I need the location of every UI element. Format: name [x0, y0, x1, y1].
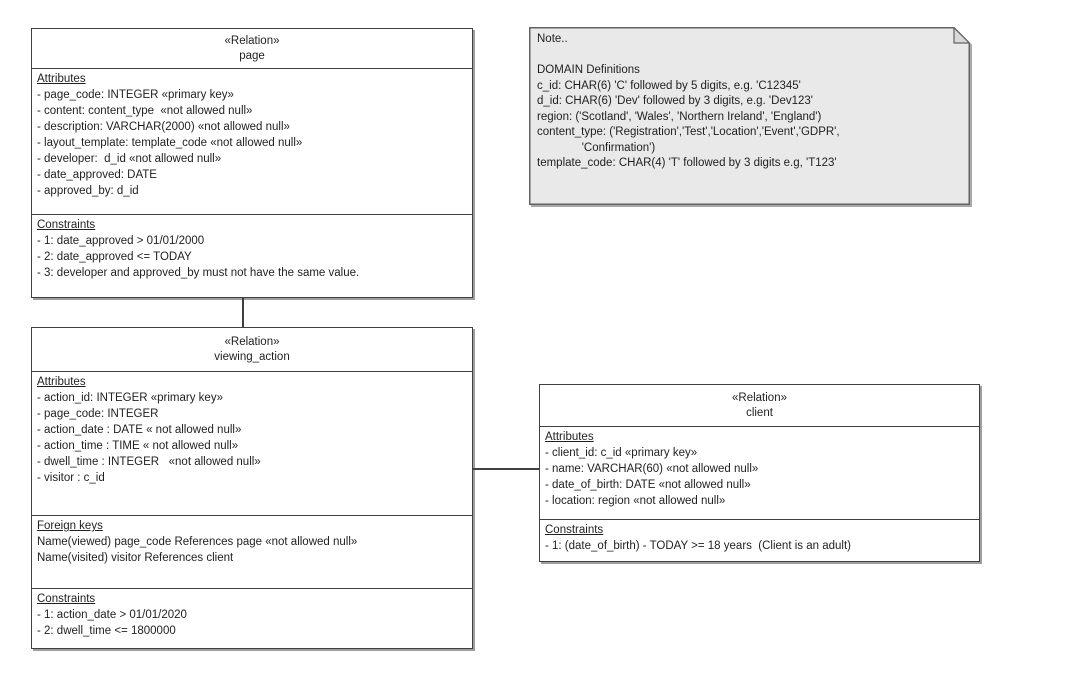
attributes-heading: Attributes: [37, 376, 86, 388]
foreign-keys-heading: Foreign keys: [37, 520, 103, 532]
attribute-line: - location: region «not allowed null»: [545, 495, 726, 507]
note-line: [537, 48, 962, 64]
note-shape: [529, 27, 970, 205]
stereotype-label: «Relation»: [224, 335, 280, 348]
note: Note.. DOMAIN Definitions c_id: CHAR(6) '…: [529, 27, 970, 205]
note-fold-corner-icon: [953, 27, 970, 44]
constraint-line: - 2: date_approved <= TODAY: [37, 251, 192, 263]
attribute-line: - layout_template: template_code «not al…: [37, 137, 303, 149]
constraints-heading: Constraints: [37, 219, 96, 231]
attribute-line: - action_id: INTEGER «primary key»: [37, 392, 223, 404]
constraint-line: - 2: dwell_time <= 1800000: [37, 625, 176, 637]
foreign-keys-list: Name(viewed) page_code References page «…: [37, 534, 467, 566]
relation-name: viewing_action: [214, 350, 290, 363]
attributes-list: - page_code: INTEGER «primary key» - cont…: [37, 87, 467, 199]
relation-page-attributes-section: Attributes - page_code: INTEGER «primary…: [32, 68, 472, 214]
note-line: region: ('Scotland', 'Wales', 'Northern …: [537, 110, 822, 123]
constraint-line: - 1: action_date > 01/01/2020: [37, 609, 187, 621]
attribute-line: - client_id: c_id «primary key»: [545, 447, 698, 459]
constraints-list: - 1: (date_of_birth) - TODAY >= 18 years…: [545, 538, 974, 554]
constraints-heading: Constraints: [545, 524, 604, 536]
note-line: c_id: CHAR(6) 'C' followed by 5 digits, …: [537, 79, 801, 92]
relation-viewing-action-header: «Relation» viewing_action: [32, 328, 472, 371]
note-body-shape: [529, 27, 970, 205]
attributes-heading: Attributes: [37, 73, 86, 85]
foreign-key-line: Name(viewed) page_code References page «…: [37, 536, 358, 548]
attribute-line: - action_date : DATE « not allowed null»: [37, 424, 242, 436]
note-title: Note..: [537, 33, 568, 45]
relation-client-header: «Relation» client: [540, 385, 979, 426]
relation-client-constraints-section: Constraints - 1: (date_of_birth) - TODAY…: [540, 519, 979, 561]
relation-page-constraints-section: Constraints - 1: date_approved > 01/01/2…: [32, 214, 472, 297]
relation-viewing-action-foreign-keys-section: Foreign keys Name(viewed) page_code Refe…: [32, 515, 472, 588]
relation-name: client: [746, 406, 773, 419]
stereotype-label: «Relation»: [224, 34, 280, 47]
attribute-line: - developer: d_id «not allowed null»: [37, 153, 222, 165]
constraints-heading: Constraints: [37, 593, 96, 605]
attribute-line: - dwell_time : INTEGER «not allowed null…: [37, 456, 261, 468]
constraints-list: - 1: action_date > 01/01/2020 - 2: dwell_…: [37, 607, 467, 639]
constraint-line: - 3: developer and approved_by must not …: [37, 267, 360, 279]
relation-name: page: [239, 49, 265, 62]
attribute-line: - name: VARCHAR(60) «not allowed null»: [545, 463, 759, 475]
constraints-list: - 1: date_approved > 01/01/2000 - 2: date…: [37, 233, 467, 281]
foreign-key-line: Name(visited) visitor References client: [37, 552, 234, 564]
note-lines: DOMAIN Definitions c_id: CHAR(6) 'C' foll…: [537, 48, 962, 172]
relation-viewing-action-constraints-section: Constraints - 1: action_date > 01/01/202…: [32, 588, 472, 648]
attribute-line: - approved_by: d_id: [37, 185, 139, 197]
attribute-line: - date_of_birth: DATE «not allowed null»: [545, 479, 751, 491]
relation-viewing-action-attributes-section: Attributes - action_id: INTEGER «primary…: [32, 371, 472, 515]
note-line: DOMAIN Definitions: [537, 64, 640, 76]
relation-page-header: «Relation» page: [32, 29, 472, 68]
note-line: template_code: CHAR(4) 'T' followed by 3…: [537, 157, 837, 169]
constraint-line: - 1: (date_of_birth) - TODAY >= 18 years…: [545, 540, 851, 552]
stereotype-label: «Relation»: [732, 391, 787, 404]
attributes-list: - action_id: INTEGER «primary key» - page…: [37, 390, 467, 486]
attributes-heading: Attributes: [545, 431, 594, 443]
constraint-line: - 1: date_approved > 01/01/2000: [37, 235, 205, 247]
note-line: content_type: ('Registration','Test','Lo…: [537, 126, 840, 138]
attribute-line: - description: VARCHAR(2000) «not allowe…: [37, 121, 290, 133]
relation-box-client: «Relation» client Attributes - client_id…: [539, 384, 980, 562]
attribute-line: - action_time : TIME « not allowed null»: [37, 440, 239, 452]
note-line: d_id: CHAR(6) 'Dev' followed by 3 digits…: [537, 95, 813, 107]
note-line: 'Confirmation'): [537, 141, 656, 154]
attribute-line: - page_code: INTEGER: [37, 408, 159, 420]
attribute-line: - content: content_type «not allowed nul…: [37, 105, 253, 117]
relation-box-page: «Relation» page Attributes - page_code: …: [31, 28, 473, 298]
note-text: Note.. DOMAIN Definitions c_id: CHAR(6) '…: [529, 27, 970, 205]
attribute-line: - visitor : c_id: [37, 472, 105, 484]
attribute-line: - page_code: INTEGER «primary key»: [37, 89, 234, 101]
attributes-list: - client_id: c_id «primary key» - name: V…: [545, 445, 974, 509]
connector-viewing-action-client: [473, 468, 539, 470]
connector-page-viewing-action: [242, 298, 244, 327]
relation-box-viewing-action: «Relation» viewing_action Attributes - a…: [31, 327, 473, 649]
relation-client-attributes-section: Attributes - client_id: c_id «primary ke…: [540, 426, 979, 519]
attribute-line: - date_approved: DATE: [37, 169, 157, 181]
